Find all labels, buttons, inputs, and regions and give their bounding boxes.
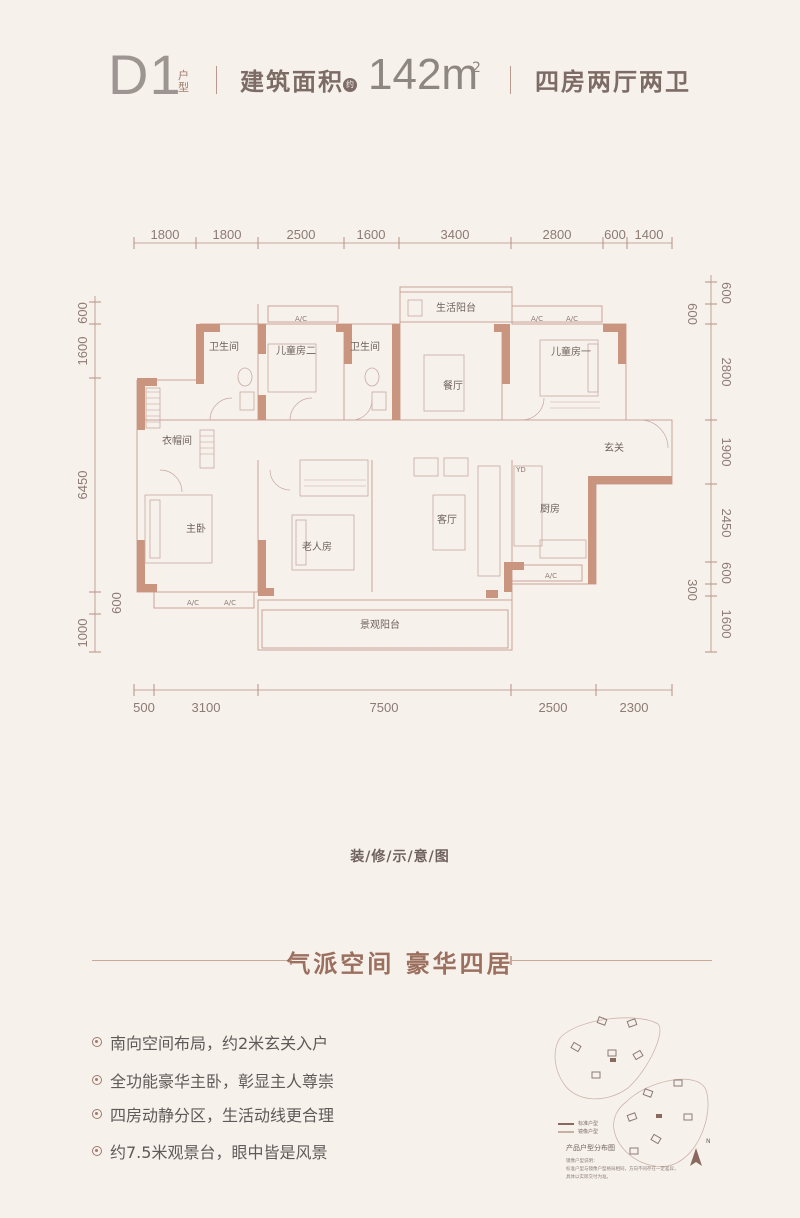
room-entry: 玄关 (604, 441, 624, 454)
bullet-icon (92, 1109, 102, 1119)
dim-bottom-5: 2300 (620, 700, 649, 715)
unit-code: D1 (108, 43, 182, 106)
room-labels: 卫生间 儿童房二 卫生间 生活阳台 餐厅 儿童房一 衣帽间 玄关 主卧 老人房 … (162, 301, 624, 631)
dim-right-5: 2450 (719, 509, 734, 538)
header-divider (510, 66, 511, 94)
dim-right-8: 1600 (719, 610, 734, 639)
slogan-rule-cap (510, 956, 512, 965)
room-child-two: 儿童房二 (276, 344, 316, 357)
room-bathroom-b: 卫生间 (350, 340, 380, 353)
dim-top-5: 3400 (441, 227, 470, 242)
dim-bottom-3: 7500 (370, 700, 399, 715)
furniture (144, 299, 599, 577)
dim-top-8: 1400 (635, 227, 664, 242)
dim-top-6: 2800 (543, 227, 572, 242)
room-kitchen: 厨房 (540, 502, 560, 515)
bullet-icon (92, 1075, 102, 1085)
dim-left-2: 1600 (75, 337, 90, 366)
bullet-icon (92, 1146, 102, 1156)
compass-label: N (706, 1138, 711, 1145)
ac-unit-label: A/C (295, 315, 307, 323)
dimension-lines (89, 237, 717, 696)
area-unit-superscript: 2 (472, 60, 481, 76)
feature-item: 四房动静分区，生活动线更合理 (92, 1102, 334, 1126)
ac-unit-label: A/C (531, 315, 543, 323)
dim-right-4: 1900 (719, 438, 734, 467)
slogan-rule-cap (290, 956, 292, 965)
ac-unit-label: A/C (566, 315, 578, 323)
slogan-rule-right (512, 960, 712, 961)
ac-labels: A/C A/C A/C A/C A/C A/C YD (187, 315, 578, 607)
area-label: 建筑面积 (240, 68, 344, 96)
dim-top-3: 2500 (287, 227, 316, 242)
room-living: 客厅 (437, 513, 457, 526)
dim-bottom-1: 500 (133, 700, 155, 715)
ac-unit-label: A/C (224, 599, 236, 607)
dim-right-6: 600 (719, 562, 734, 584)
yd-label: YD (515, 466, 526, 474)
dim-left-4: 600 (109, 592, 124, 614)
header-divider (216, 66, 217, 94)
dim-right-1: 600 (719, 282, 734, 304)
unit-type-label: 户型 (178, 69, 189, 94)
slogan: 气派空间 豪华四居 (286, 950, 514, 978)
map-legend-standard: 标准户型 (578, 1121, 599, 1127)
door-swings (159, 397, 669, 493)
ac-unit-label: A/C (545, 572, 557, 580)
dim-bottom-2: 3100 (192, 700, 221, 715)
north-arrow-icon (690, 1148, 702, 1166)
dim-right-3: 2800 (719, 358, 734, 387)
dim-right-2: 600 (685, 303, 700, 325)
dim-top-7: 600 (604, 227, 626, 242)
area-value: 142m (368, 50, 479, 99)
map-legend-mirror: 镜像户型 (578, 1129, 599, 1135)
room-master: 主卧 (186, 522, 206, 535)
dim-top-4: 1600 (357, 227, 386, 242)
feature-item: 全功能豪华主卧，彰显主人尊崇 (92, 1068, 334, 1092)
site-distribution-map (554, 1016, 709, 1167)
ac-unit-label: A/C (187, 599, 199, 607)
dim-top-1: 1800 (151, 227, 180, 242)
bullet-icon (92, 1037, 102, 1047)
room-view-balcony: 景观阳台 (360, 618, 400, 631)
dimension-labels: 1800 1800 2500 1600 3400 2800 600 1400 5… (75, 227, 734, 715)
feature-item: 约7.5米观景台，眼中皆是风景 (92, 1139, 327, 1163)
map-note: 镜像户型说明： (566, 1159, 598, 1164)
map-title: 产品户型分布图 (566, 1144, 615, 1152)
room-utility-balcony: 生活阳台 (436, 301, 476, 314)
room-dining: 餐厅 (443, 379, 463, 392)
structural-walls (137, 324, 672, 598)
dim-right-7: 300 (685, 579, 700, 601)
map-note: 具体以实际交付为准。 (566, 1175, 611, 1180)
dim-left-3: 6450 (75, 471, 90, 500)
room-elder: 老人房 (302, 540, 332, 553)
layout-description: 四房两厅两卫 (535, 68, 691, 96)
feature-item: 南向空间布局，约2米玄关入户 (92, 1030, 328, 1054)
floor-plan: 1800 1800 2500 1600 3400 2800 600 1400 5… (75, 227, 734, 715)
dim-left-1: 600 (75, 302, 90, 324)
dim-left-5: 1000 (75, 619, 90, 648)
map-note: 标准户型与镜像户型格局相同，方向不同存在一定差异， (566, 1167, 679, 1172)
decoration-caption: 装/修/示/意/图 (350, 849, 450, 865)
dim-bottom-4: 2500 (539, 700, 568, 715)
approx-badge: 约 (343, 78, 357, 92)
dim-top-2: 1800 (213, 227, 242, 242)
room-bathroom-a: 卫生间 (209, 340, 239, 353)
closet-hatching (146, 391, 600, 487)
room-closet: 衣帽间 (162, 434, 192, 447)
room-child-one: 儿童房一 (551, 345, 591, 358)
slogan-rule-left (92, 960, 292, 961)
